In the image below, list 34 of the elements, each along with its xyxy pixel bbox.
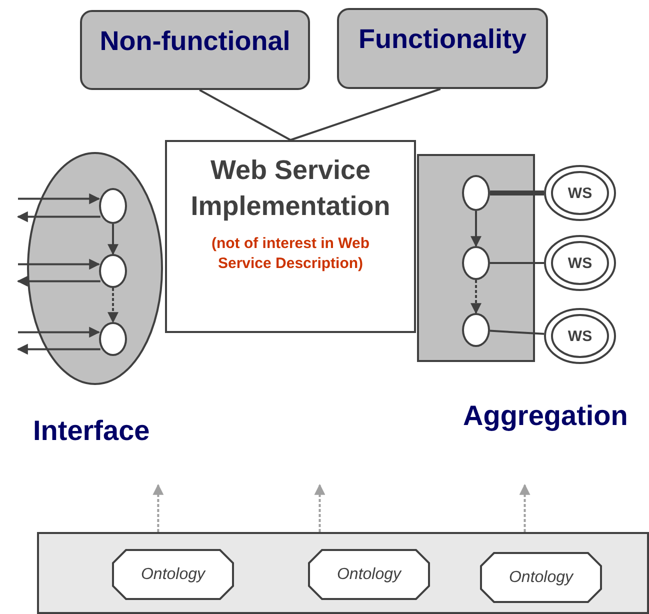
dotted-arrow — [314, 484, 326, 532]
dotted-arrow — [152, 484, 164, 532]
ontology-label: Ontology — [508, 568, 574, 586]
arrow — [18, 258, 100, 270]
connector-line — [490, 262, 544, 264]
dotted-arrow — [470, 280, 482, 314]
arrow — [16, 276, 100, 287]
arrow — [108, 224, 118, 256]
implementation-box — [165, 140, 416, 333]
arrow — [16, 344, 100, 355]
ontology-label: Ontology — [140, 566, 206, 584]
category-box — [337, 8, 548, 89]
section-heading: Interface — [33, 415, 150, 447]
arrow — [18, 326, 100, 338]
category-box — [80, 10, 310, 90]
connector-line — [199, 89, 291, 141]
arrow — [16, 211, 100, 222]
category-heading: Functionality — [358, 24, 528, 55]
service-label: WS — [568, 328, 592, 344]
connector-line — [490, 190, 544, 196]
dotted-arrow — [108, 288, 118, 324]
ontology-label: Ontology — [336, 566, 402, 584]
note-text: (not of interest in Web Service Description) — [210, 234, 371, 274]
connector-line — [290, 88, 441, 141]
ontology-band — [37, 532, 649, 614]
arrow — [470, 211, 482, 248]
section-heading: Aggregation — [463, 400, 628, 432]
box-heading: Web Service Implementation — [190, 154, 392, 223]
dotted-arrow — [519, 484, 530, 532]
service-label: WS — [568, 184, 592, 202]
service-label: WS — [568, 254, 592, 272]
connector-line — [490, 330, 544, 335]
arrow — [18, 193, 100, 204]
category-heading: Non-functional — [98, 26, 292, 57]
